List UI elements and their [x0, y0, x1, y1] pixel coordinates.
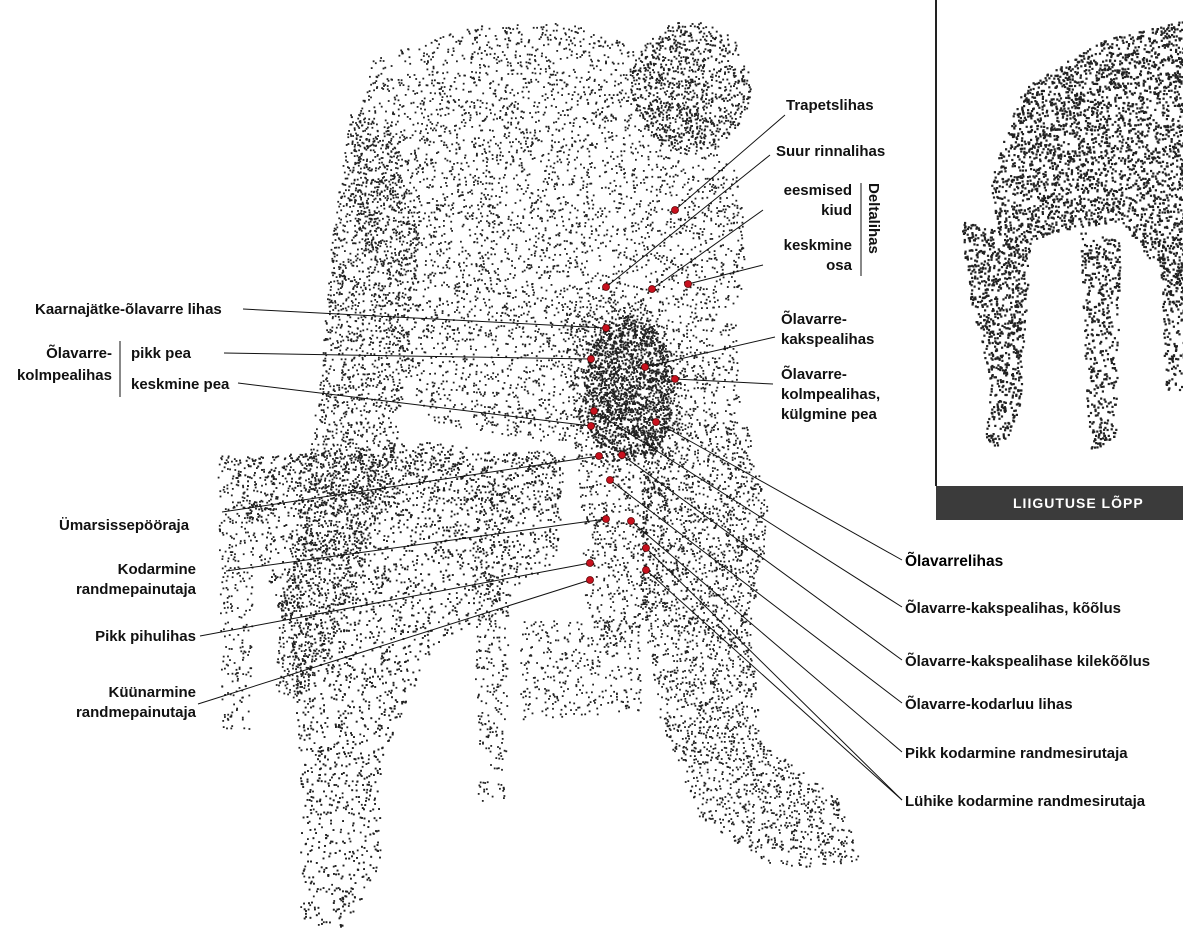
- label-eesmised: eesmised: [784, 182, 852, 199]
- leader-eesmised-kiud: [652, 210, 763, 289]
- label-kodarluu: Õlavarre-kodarluu lihas: [905, 695, 1073, 713]
- pin-olavarrelihas: [653, 419, 660, 426]
- pin-kulgmine-pea: [672, 376, 679, 383]
- pin-pikk-pihu: [587, 560, 594, 567]
- leader-kaarnajatke: [243, 309, 606, 328]
- pin-kaarnajatke: [603, 325, 610, 332]
- leader-kulgmine-pea: [675, 379, 773, 384]
- pin-kodarluu: [607, 477, 614, 484]
- label-pikk-pea: pikk pea: [131, 345, 192, 362]
- label-kakspealihas-2: kakspealihas: [781, 331, 874, 348]
- leader-kakspea-kilekoolus: [622, 455, 902, 660]
- label-kodarmine-1: Kodarmine: [118, 561, 196, 578]
- label-kiud: kiud: [821, 202, 852, 219]
- label-kyynarmine-1: Küünarmine: [108, 684, 196, 701]
- label-kulgmine-2: kolmpealihas,: [781, 386, 880, 403]
- pin-kakspea-kilekoolus: [619, 452, 626, 459]
- label-kaarnajatke: Kaarnajätke-õlavarre lihas: [35, 301, 222, 318]
- pin-kodarmine: [603, 516, 610, 523]
- leader-kodarluu: [610, 480, 902, 703]
- label-deltalihas: Deltalihas: [865, 183, 882, 254]
- label-osa: osa: [826, 257, 853, 274]
- label-olavarre-kolm-2: kolmpealihas: [17, 367, 112, 384]
- leader-luhike-kodar-2: [646, 570, 902, 800]
- label-pikk-kodar: Pikk kodarmine randmesirutaja: [905, 745, 1128, 762]
- label-kulgmine-1: Õlavarre-: [781, 365, 847, 383]
- label-suur-rinnalihas: Suur rinnalihas: [776, 143, 885, 160]
- pin-keskmine-osa: [685, 281, 692, 288]
- label-kulgmine-3: külgmine pea: [781, 406, 878, 423]
- label-trapetslihas: Trapetslihas: [786, 97, 874, 114]
- leader-pikk-kodar: [631, 521, 902, 752]
- pin-pikk-pea: [588, 356, 595, 363]
- pin-pikk-kodar: [628, 518, 635, 525]
- label-kodarmine-2: randmepainutaja: [76, 581, 197, 598]
- pin-luhike-kodar-2: [643, 567, 650, 574]
- inset-panel: LIIGUTUSE LÕPP: [936, 0, 1183, 520]
- pin-kakspea-koolus: [591, 408, 598, 415]
- label-luhike-kodar: Lühike kodarmine randmesirutaja: [905, 793, 1146, 810]
- pin-eesmised-kiud: [649, 286, 656, 293]
- label-kakspea-koolus: Õlavarre-kakspealihas, kõõlus: [905, 599, 1121, 617]
- label-kyynarmine-2: randmepainutaja: [76, 704, 197, 721]
- pin-luhike-kodar: [643, 545, 650, 552]
- label-umarsisse: Ümarsissepööraja: [59, 517, 190, 534]
- leader-keskmine-osa: [688, 265, 763, 284]
- inset-figure: [962, 21, 1183, 449]
- label-olavarrelihas: Õlavarrelihas: [905, 552, 1003, 570]
- label-olavarre-kolm-1: Õlavarre-: [46, 344, 112, 362]
- pin-trapetslihas: [672, 207, 679, 214]
- pin-suur-rinnalihas: [603, 284, 610, 291]
- label-kakspea-kilekoolus: Õlavarre-kakspealihase kilekõõlus: [905, 652, 1150, 670]
- label-kakspealihas-1: Õlavarre-: [781, 310, 847, 328]
- pin-keskmine-pea: [588, 423, 595, 430]
- pin-kyynarmine: [587, 577, 594, 584]
- leader-lines: [120, 115, 902, 800]
- inset-caption: LIIGUTUSE LÕPP: [1013, 494, 1144, 511]
- pin-kakspealihas: [642, 364, 649, 371]
- label-keskmine: keskmine: [784, 237, 852, 254]
- label-pikk-pihu: Pikk pihulihas: [95, 628, 196, 645]
- pin-umarsisse: [596, 453, 603, 460]
- label-keskmine-pea: keskmine pea: [131, 376, 230, 393]
- leader-trapetslihas: [675, 115, 785, 210]
- stippled-figure: [218, 22, 859, 928]
- leader-keskmine-pea: [238, 383, 591, 426]
